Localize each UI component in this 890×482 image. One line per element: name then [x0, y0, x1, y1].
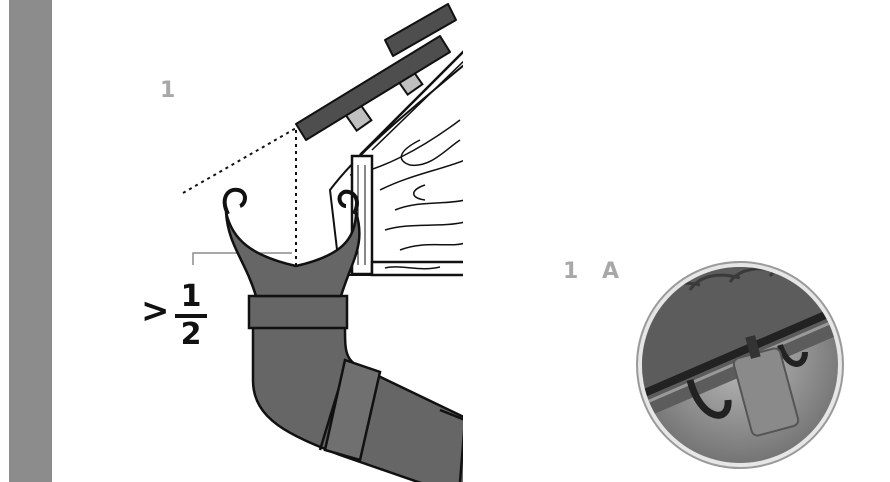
detail-circle-1a	[636, 261, 844, 469]
greater-than-symbol: >	[141, 291, 170, 331]
fraction-denominator: 2	[180, 317, 202, 352]
roof-structure	[295, 3, 463, 277]
gutter-outlet	[222, 187, 361, 298]
step-label-main: 1	[160, 78, 184, 103]
side-bar	[9, 0, 52, 482]
fraction-bar	[175, 314, 207, 318]
fraction: 1 2	[175, 282, 207, 350]
downpipe	[247, 294, 463, 482]
step-label-detail: 1 A	[563, 259, 627, 284]
fraction-numerator: 1	[180, 279, 202, 314]
